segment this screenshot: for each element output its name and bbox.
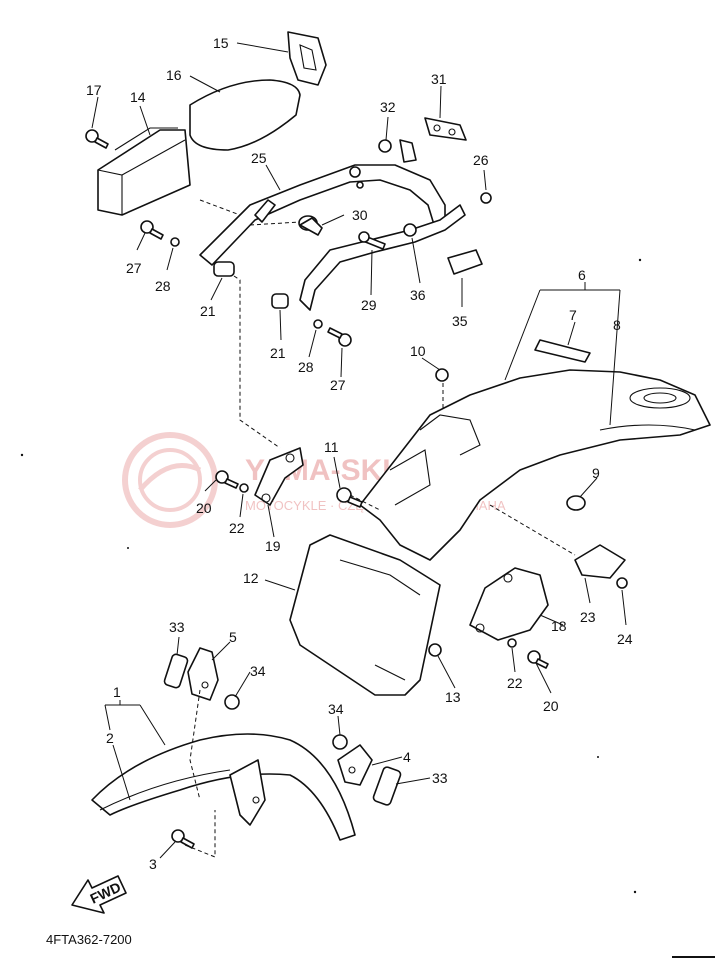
part-17-bolt: [85, 129, 109, 149]
part-13-bolt: [428, 643, 442, 657]
part-23-bracket: [574, 544, 626, 579]
callout-12: 12: [243, 570, 259, 586]
callout-34b: 34: [328, 701, 344, 717]
callout-15: 15: [213, 35, 229, 51]
part-33-damper-b: [372, 766, 402, 806]
part-12-inner-fender: [289, 534, 441, 696]
part-35-reflector: [447, 249, 483, 275]
callout-26: 26: [473, 152, 489, 168]
callout-1: 1: [113, 684, 121, 700]
part-32-nut: [378, 139, 417, 163]
callout-19: 19: [265, 538, 281, 554]
callout-8: 8: [613, 317, 621, 333]
callout-29: 29: [361, 297, 377, 313]
callout-6: 6: [578, 267, 586, 283]
part-14-tool-box: [97, 127, 191, 216]
callout-18: 18: [551, 618, 567, 634]
part-15-bracket: [287, 31, 327, 86]
callout-5: 5: [229, 629, 237, 645]
part-22-washer-a: [239, 483, 249, 493]
callout-24: 24: [617, 631, 633, 647]
callout-labels: 15 16 17 14 31 32 25 26 30 27 28 21 29 3…: [86, 35, 633, 872]
callout-17: 17: [86, 82, 102, 98]
callout-22b: 22: [507, 675, 523, 691]
callout-13: 13: [445, 689, 461, 705]
watermark-logo-icon: [122, 432, 218, 528]
part-28-washer-a: [170, 237, 180, 247]
scan-dots: [20, 258, 715, 958]
callout-27a: 27: [126, 260, 142, 276]
callout-36: 36: [410, 287, 426, 303]
part-25-stay: [199, 164, 446, 266]
callout-21b: 21: [270, 345, 286, 361]
callout-9: 9: [592, 465, 600, 481]
callout-14: 14: [130, 89, 146, 105]
callout-20a: 20: [196, 500, 212, 516]
callout-32: 32: [380, 99, 396, 115]
leader-lines: [91, 42, 627, 859]
callout-7: 7: [569, 307, 577, 323]
part-30-collar: [298, 215, 323, 236]
part-18-tail-cover: [469, 567, 549, 641]
callout-33a: 33: [169, 619, 185, 635]
part-license-bracket: [299, 204, 466, 311]
assembly-lines: [184, 199, 576, 858]
callout-21a: 21: [200, 303, 216, 319]
part-1-front-fender: [91, 733, 356, 841]
callout-23: 23: [580, 609, 596, 625]
part-22-washer-b: [507, 638, 517, 648]
callout-25: 25: [251, 150, 267, 166]
part-36-nut: [403, 223, 417, 237]
callout-30: 30: [352, 207, 368, 223]
callout-31: 31: [431, 71, 447, 87]
callout-10: 10: [410, 343, 426, 359]
callout-20b: 20: [543, 698, 559, 714]
callout-34a: 34: [250, 663, 266, 679]
callout-4: 4: [403, 749, 411, 765]
part-27-bolt-b: [327, 327, 352, 347]
callout-35: 35: [452, 313, 468, 329]
part-26-bolt: [480, 192, 492, 204]
part-20-bolt-b: [527, 650, 549, 669]
part-21-damper-b: [271, 293, 289, 309]
part-24-bolt: [616, 577, 628, 589]
part-20-bolt-a: [215, 470, 239, 489]
diagram-code: 4FTA362-7200: [46, 932, 132, 947]
callout-16: 16: [166, 67, 182, 83]
part-34-nut-a: [224, 694, 240, 710]
callout-11: 11: [324, 439, 339, 455]
part-28-washer-b: [313, 319, 323, 329]
callout-3: 3: [149, 856, 157, 872]
part-4-bracket: [337, 744, 373, 786]
part-34-nut-b: [332, 734, 348, 750]
part-7-label: [534, 339, 591, 363]
part-9-cap: [566, 495, 586, 511]
part-10-bolt: [435, 368, 449, 382]
fwd-arrow-icon: FWD: [71, 875, 127, 914]
part-19-bracket: [254, 447, 304, 506]
callout-28b: 28: [298, 359, 314, 375]
part-16-cover: [189, 79, 301, 151]
callout-33b: 33: [432, 770, 448, 786]
part-31-reflector: [424, 117, 467, 141]
callout-22a: 22: [229, 520, 245, 536]
part-21-damper-a: [213, 261, 235, 277]
callout-28a: 28: [155, 278, 171, 294]
part-3-bolt: [171, 829, 195, 849]
part-6-rear-fender: [359, 369, 711, 561]
part-5-bracket: [187, 647, 219, 701]
part-27-bolt-a: [140, 220, 164, 240]
part-29-screw: [358, 231, 386, 250]
callout-2: 2: [106, 730, 114, 746]
part-33-damper-a: [163, 653, 189, 689]
callout-27b: 27: [330, 377, 346, 393]
